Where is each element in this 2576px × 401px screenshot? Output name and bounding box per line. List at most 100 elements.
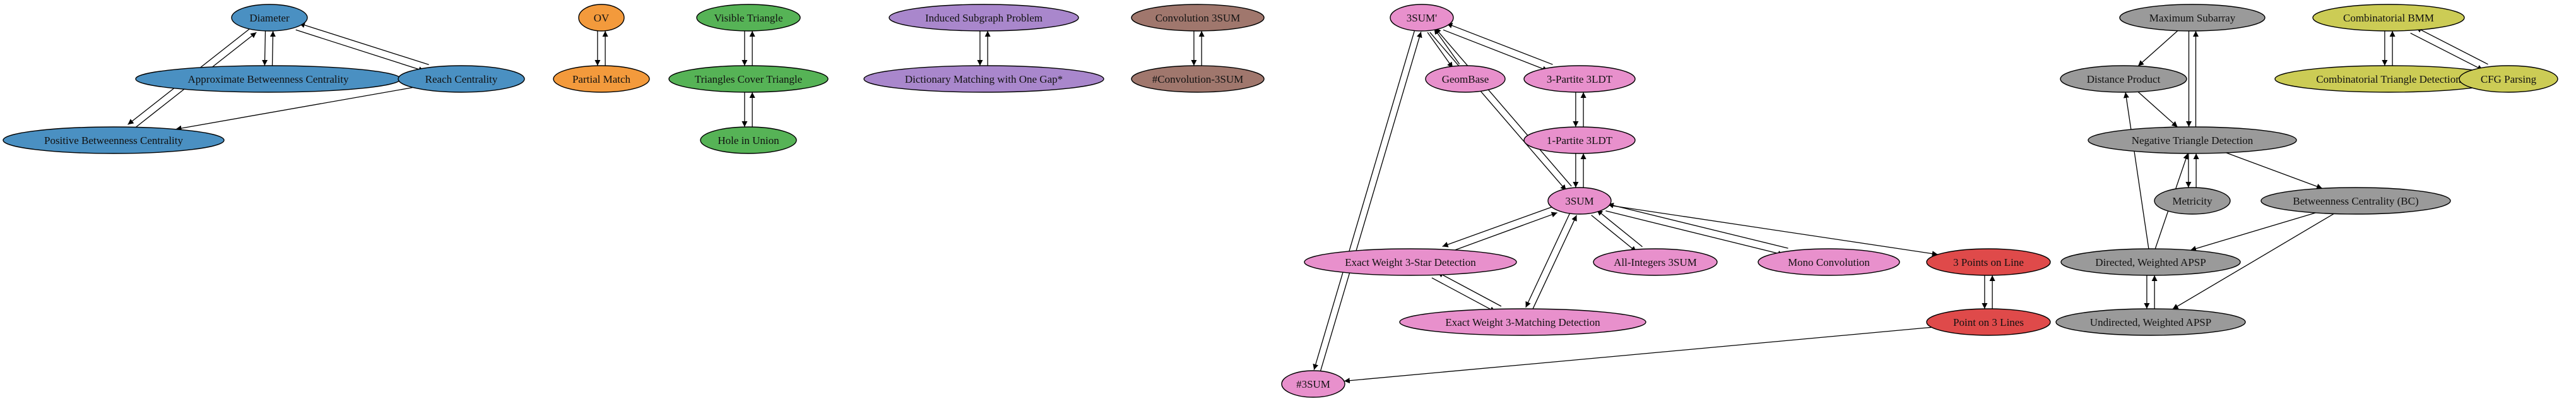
edge-ew3match-to-3sum: [1532, 215, 1577, 311]
node-label-3sum: 3SUM: [1565, 195, 1593, 207]
edge-s3sum-to-3sump: [1320, 32, 1422, 372]
node-shape-maxsub: [2119, 4, 2266, 32]
node-label-dm: Dictionary Matching with One Gap*: [905, 73, 1063, 85]
node-shape-sc3sum: [1131, 65, 1265, 93]
edge-layer: [127, 22, 2488, 384]
node-label-vt: Visible Triangle: [714, 12, 783, 24]
node-point-on-3-lines: Point on 3 Lines: [1926, 308, 2051, 336]
node-label-ctd: Combinatorial Triangle Detection: [2316, 73, 2461, 85]
edge-3sump-to-s3sum: [1313, 30, 1415, 370]
node-betweenness-centrality-bc: Betweenness Centrality (BC): [2260, 187, 2451, 215]
node-shape-cbmm: [2312, 4, 2465, 32]
node-negative-triangle-detection: Negative Triangle Detection: [2088, 126, 2297, 154]
node-shape-bc: [2260, 187, 2451, 215]
node-label-ntd: Negative Triangle Detection: [2132, 135, 2254, 147]
node-label-diameter: Diameter: [249, 12, 290, 24]
node-label-hiu: Hole in Union: [718, 135, 779, 147]
node-shape-ew3match: [1399, 308, 1646, 336]
edge-maxsub-to-distprod: [2137, 30, 2178, 67]
node-shape-metricity: [2154, 187, 2231, 215]
node-label-ew3match: Exact Weight 3-Matching Detection: [1445, 316, 1600, 328]
node-directed-weighted-apsp: Directed, Weighted APSP: [2060, 248, 2241, 276]
node-label-1p3ldt: 1-Partite 3LDT: [1547, 135, 1613, 147]
edge-3sump-to-3sum: [1429, 32, 1567, 191]
node-label-maxsub: Maximum Subarray: [2149, 12, 2236, 24]
node-label-s3sum: #3SUM: [1296, 378, 1330, 390]
node-label-ai3sum: All-Integers 3SUM: [1614, 256, 1697, 268]
edge-diameter-to-reach: [295, 29, 425, 73]
node-label-uwapsp: Undirected, Weighted APSP: [2090, 316, 2211, 328]
edge-3sum-to-ew3star: [1442, 205, 1554, 248]
node-label-pm: Partial Match: [572, 73, 631, 85]
edge-geombase-to-3sump: [1434, 28, 1460, 64]
node-label-sc3sum: #Convolution-3SUM: [1152, 73, 1244, 85]
node-induced-subgraph-problem: Induced Subgraph Problem: [889, 4, 1079, 32]
node-label-metricity: Metricity: [2172, 195, 2213, 207]
node-3sum: 3SUM: [1547, 187, 1612, 215]
node-geombase: GeomBase: [1425, 65, 1506, 93]
node-shape-dm: [863, 65, 1104, 93]
node-shape-po3l: [1926, 308, 2051, 336]
node-metricity: Metricity: [2154, 187, 2231, 215]
node-shape-geombase: [1425, 65, 1506, 93]
node-label-ov: OV: [594, 12, 610, 24]
edge-dwapsp-to-distprod: [2123, 92, 2149, 249]
node-dictionary-matching-with-one-gap: Dictionary Matching with One Gap*: [863, 65, 1104, 93]
node-label-geombase: GeomBase: [1442, 73, 1489, 85]
edge-3sum-to-ai3sum: [1591, 215, 1637, 253]
node-shape-3sum: [1547, 187, 1612, 215]
node-shape-ov: [578, 4, 625, 32]
edge-bc-to-dwapsp: [2190, 212, 2316, 251]
node-visible-triangle: Visible Triangle: [696, 4, 801, 32]
node-label-distprod: Distance Product: [2087, 73, 2161, 85]
node-shape-uwapsp: [2055, 308, 2246, 336]
node-convolution-3sum: Convolution 3SUM: [1131, 4, 1265, 32]
node-label-abc: Approximate Betweenness Centrality: [188, 73, 349, 85]
edge-3sum-to-ew3match: [1525, 212, 1571, 308]
node-ov: OV: [578, 4, 625, 32]
node-hole-in-union: Hole in Union: [700, 126, 797, 154]
node-shape-tct: [668, 65, 829, 93]
node-shape-1p3ldt: [1523, 126, 1636, 154]
node-shape-cfg: [2459, 65, 2558, 93]
node-label-po3l: Point on 3 Lines: [1953, 316, 2024, 328]
node-shape-vt: [696, 4, 801, 32]
edge-ai3sum-to-3sum: [1596, 209, 1643, 248]
node-distance-product: Distance Product: [2060, 65, 2187, 93]
node-label-ew3star: Exact Weight 3-Star Detection: [1345, 256, 1476, 268]
node-label-c3sum: Convolution 3SUM: [1155, 12, 1241, 24]
node-shape-diameter: [231, 4, 308, 32]
node-label-isp: Induced Subgraph Problem: [925, 12, 1043, 24]
node-label-cfg: CFG Parsing: [2481, 73, 2537, 85]
node-shape-hiu: [700, 126, 797, 154]
edge-monoconv-to-3sum: [1607, 203, 1788, 249]
node-combinatorial-triangle-detection: Combinatorial Triangle Detection: [2274, 65, 2503, 93]
node-shape-distprod: [2060, 65, 2187, 93]
node-exact-weight-3-matching-detection: Exact Weight 3-Matching Detection: [1399, 308, 1646, 336]
node-shape-pm: [553, 65, 650, 93]
node-shape-pbc: [3, 126, 225, 154]
edge-reach-to-pbc: [175, 87, 413, 131]
edge-cbmm-to-cfg: [2410, 32, 2483, 71]
node-approximate-betweenness-centrality: Approximate Betweenness Centrality: [135, 65, 401, 93]
node-exact-weight-3-star-detection: Exact Weight 3-Star Detection: [1304, 248, 1517, 276]
node-shape-c3sum: [1131, 4, 1265, 32]
edge-ew3star-to-ew3match: [1431, 277, 1496, 313]
node-shape-3sump: [1390, 4, 1454, 32]
node-shape-3pol: [1926, 248, 2051, 276]
node-label-cbmm: Combinatorial BMM: [2343, 12, 2434, 24]
node-3sum: #3SUM: [1281, 370, 1345, 398]
edge-3sum-to-3pol: [1609, 205, 1938, 257]
node-shape-isp: [889, 4, 1079, 32]
edge-ew3match-to-ew3star: [1437, 272, 1502, 307]
node-convolution-3sum: #Convolution-3SUM: [1131, 65, 1265, 93]
edge-3sump-to-3p3ldt: [1443, 29, 1549, 72]
node-mono-convolution: Mono Convolution: [1758, 248, 1900, 276]
node-shape-3p3ldt: [1523, 65, 1636, 93]
node-shape-dwapsp: [2060, 248, 2241, 276]
node-3-points-on-line: 3 Points on Line: [1926, 248, 2051, 276]
edge-3sum-to-monoconv: [1605, 210, 1784, 256]
node-maximum-subarray: Maximum Subarray: [2119, 4, 2266, 32]
node-triangles-cover-triangle: Triangles Cover Triangle: [668, 65, 829, 93]
